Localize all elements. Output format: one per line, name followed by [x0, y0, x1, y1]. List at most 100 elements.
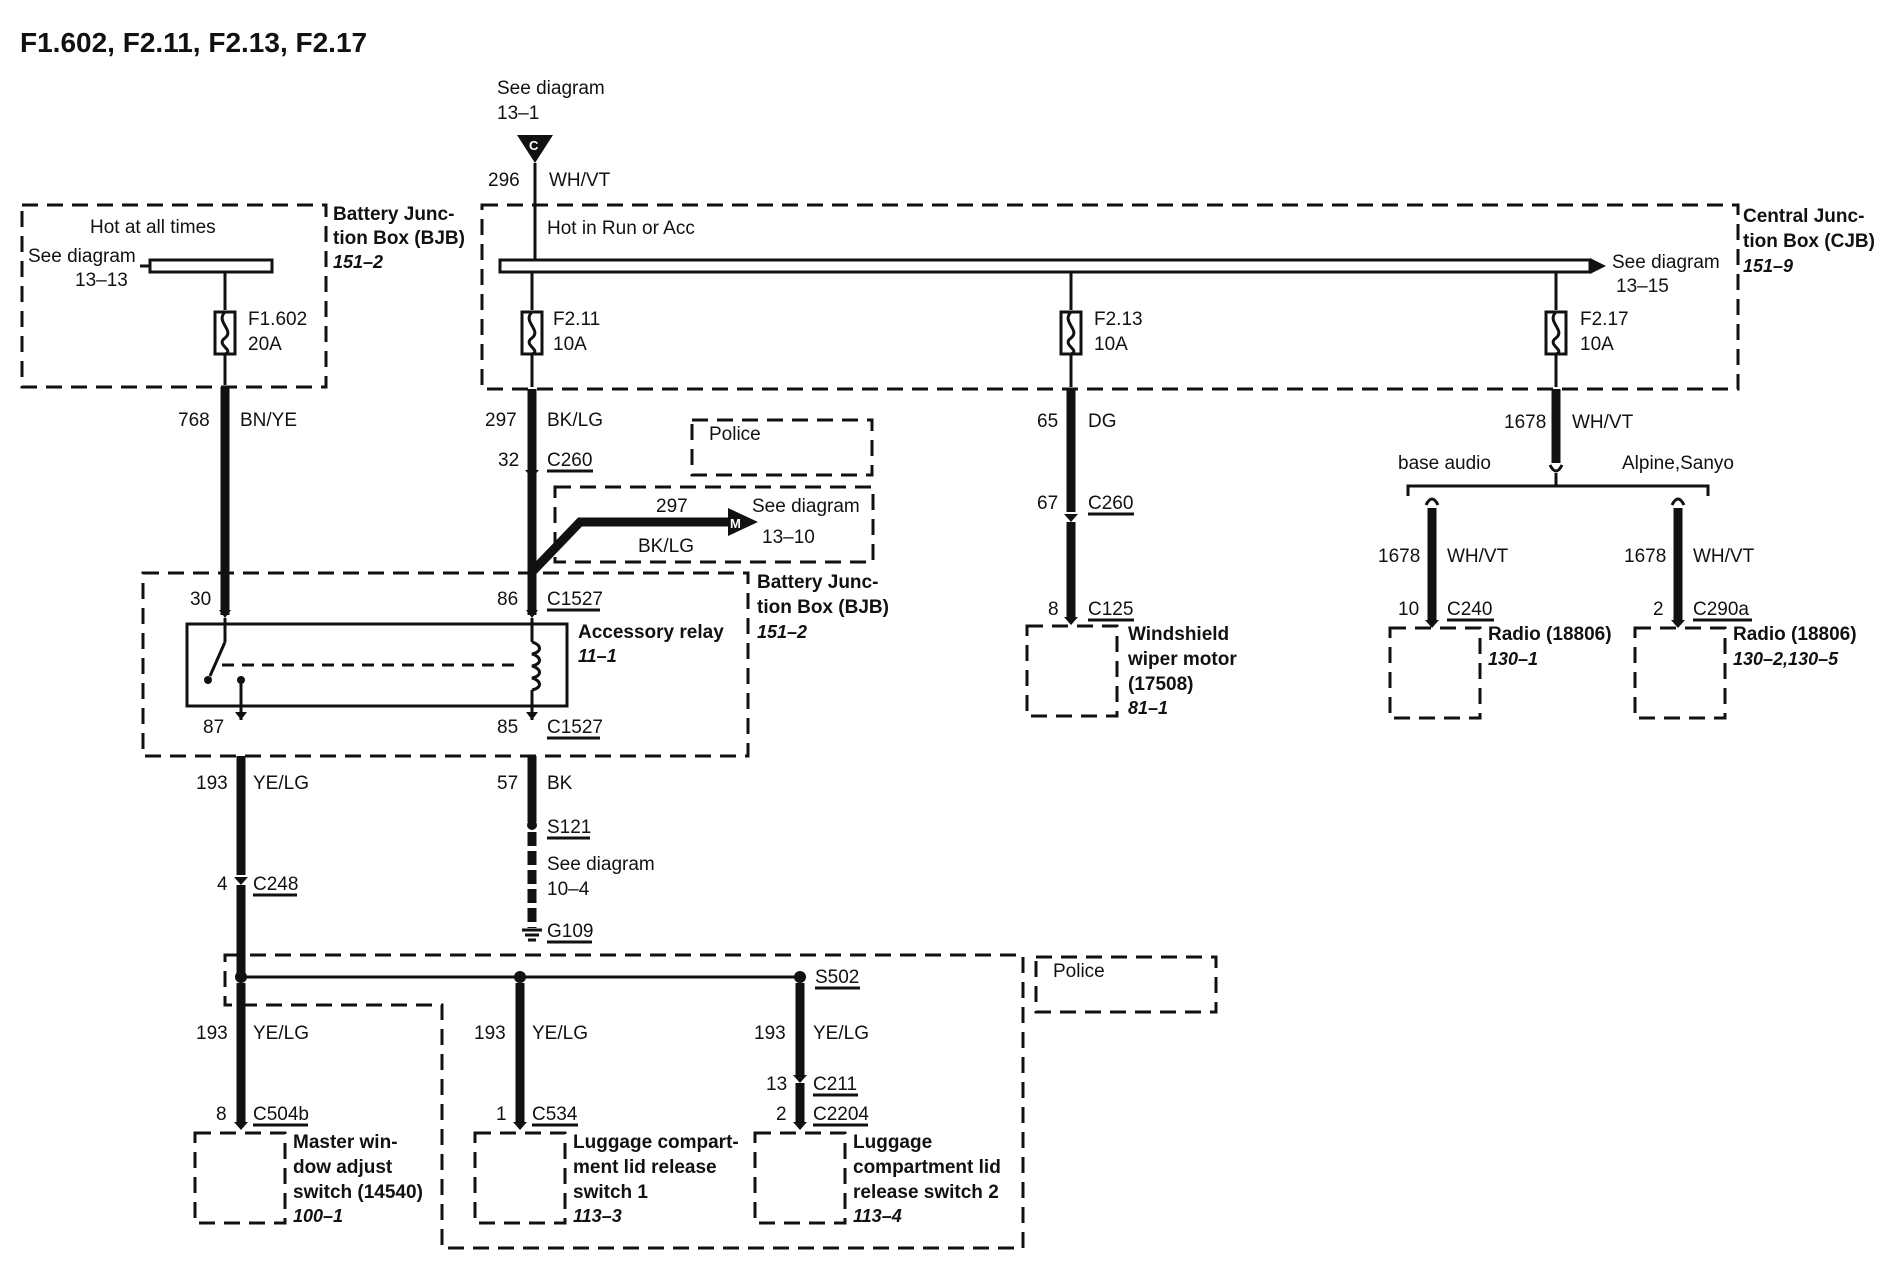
bjb-name-2: tion Box (BJB)	[333, 228, 465, 249]
bjb-ref: 151–2	[333, 252, 383, 272]
luggage-switch-2: 193 YE/LG 13 C211 2 C2204 Luggage compar…	[753, 983, 1001, 1226]
lug2-conn211: C211	[813, 1074, 857, 1095]
s121-label: S121	[547, 817, 591, 838]
radio-feed: 1678 WH/VT base audio Alpine,Sanyo 1678 …	[1378, 389, 1857, 720]
top-feed-see: See diagram	[497, 78, 605, 99]
bjb-top-box: Hot at all times See diagram 13–13 F1.60…	[20, 203, 465, 389]
police-region-bottom	[223, 953, 1025, 1250]
w1678-color: WH/VT	[1572, 412, 1634, 433]
cjb-box: Hot in Run or Acc See diagram 13–15 Cent…	[480, 203, 1875, 391]
w193-num: 193	[196, 773, 228, 794]
connector-m-label: M	[730, 516, 741, 531]
ground-num: 57	[497, 773, 518, 794]
alpine-label: Alpine,Sanyo	[1622, 453, 1734, 474]
c248-conn: C248	[253, 874, 298, 895]
w1678a-num: 1678	[1378, 546, 1420, 567]
wiper-ref: 81–1	[1128, 698, 1168, 718]
relay-ref: 11–1	[578, 646, 617, 666]
fuse-f211-amp: 10A	[553, 334, 587, 355]
wire-193-main: 193 YE/LG 4 C248	[196, 756, 309, 975]
lug2-ref: 113–4	[853, 1206, 902, 1226]
police-bottom-label: Police	[1053, 961, 1105, 982]
w296-num: 296	[488, 170, 520, 191]
radio2-ref: 130–2,130–5	[1733, 649, 1839, 669]
relay-pin86: 86	[497, 589, 518, 610]
relay-box-name-2: tion Box (BJB)	[757, 597, 889, 618]
connector-c-icon	[517, 135, 553, 163]
lug2-pin13: 13	[766, 1074, 787, 1095]
master-conn: C504b	[253, 1104, 309, 1125]
w65-num: 65	[1037, 411, 1058, 432]
wiper-line2: wiper motor	[1127, 649, 1237, 670]
cjb-hot-label: Hot in Run or Acc	[547, 218, 695, 239]
bjb-see: See diagram	[28, 246, 136, 267]
cjb-name-2: tion Box (CJB)	[1743, 231, 1875, 252]
accessory-relay	[185, 622, 569, 708]
w1678b-color: WH/VT	[1693, 546, 1755, 567]
bjb-busbar	[148, 258, 274, 274]
g109-label: G109	[547, 921, 593, 942]
relay-pin85: 85	[497, 717, 518, 738]
relay-box-ref: 151–2	[757, 622, 807, 642]
luggage-switch-1: 193 YE/LG 1 C534 Luggage compart- ment l…	[473, 983, 739, 1226]
lug2-pin: 2	[776, 1104, 787, 1125]
lug1-line2: ment lid release	[573, 1157, 717, 1178]
radio1-name: Radio (18806)	[1488, 624, 1612, 645]
bjb-see-ref: 13–13	[75, 270, 128, 291]
cjb-see-ref: 13–15	[1616, 276, 1669, 297]
radio2-name: Radio (18806)	[1733, 624, 1857, 645]
wire-768: 768 BN/YE	[178, 387, 297, 615]
c125-conn: C125	[1088, 599, 1133, 620]
master-ref: 100–1	[293, 1206, 343, 1226]
lug1-color: YE/LG	[532, 1023, 588, 1044]
c260a-pin: 32	[498, 450, 519, 471]
ground-icon	[522, 928, 542, 942]
s502-label: S502	[815, 967, 859, 988]
w296-color: WH/VT	[549, 170, 611, 191]
fuse-f1602-amp: 20A	[248, 334, 282, 355]
fuse-f1602-name: F1.602	[248, 309, 307, 330]
c260b-conn: C260	[1088, 493, 1133, 514]
fuse-f213-amp: 10A	[1094, 334, 1128, 355]
master-num: 193	[196, 1023, 228, 1044]
fuse-f217-name: F2.17	[1580, 309, 1629, 330]
lug1-line1: Luggage compart-	[573, 1132, 739, 1153]
relay-name: Accessory relay	[578, 622, 724, 643]
master-line3: switch (14540)	[293, 1182, 423, 1203]
master-line2: dow adjust	[293, 1157, 393, 1178]
w193-color: YE/LG	[253, 773, 309, 794]
c240-pin: 10	[1398, 599, 1419, 620]
branch-297-color: BK/LG	[638, 536, 694, 557]
fuse-f217-amp: 10A	[1580, 334, 1614, 355]
lug1-ref: 113–3	[573, 1206, 622, 1226]
ground-color: BK	[547, 773, 573, 794]
master-color: YE/LG	[253, 1023, 309, 1044]
relay-box-name-1: Battery Junc-	[757, 572, 878, 593]
lug2-color: YE/LG	[813, 1023, 869, 1044]
branch-297-num: 297	[656, 496, 688, 517]
branch-297-box	[553, 485, 875, 564]
cjb-ref: 151–9	[1743, 256, 1793, 276]
lug1-num: 193	[474, 1023, 506, 1044]
bjb-hot-label: Hot at all times	[90, 217, 216, 238]
top-feed-ref: 13–1	[497, 103, 539, 124]
police-box-bottom	[1034, 955, 1218, 1014]
cjb-busbar	[498, 258, 1592, 274]
base-audio-label: base audio	[1398, 453, 1491, 474]
w1678b-num: 1678	[1624, 546, 1666, 567]
radio1-ref: 130–1	[1488, 649, 1538, 669]
master-line1: Master win-	[293, 1132, 398, 1153]
wire-297: 297 BK/LG 32 C260 M 297 BK/LG See diagra…	[485, 389, 860, 615]
branch-297-see: See diagram	[752, 496, 860, 517]
relay-conn-bot: C1527	[547, 717, 603, 738]
w1678-num: 1678	[1504, 412, 1546, 433]
top-feed: See diagram 13–1 C 296 WH/VT	[488, 78, 611, 260]
c260b-pin: 67	[1037, 493, 1058, 514]
connector-m-icon	[728, 508, 758, 536]
lug1-pin: 1	[496, 1104, 507, 1125]
w65-color: DG	[1088, 411, 1117, 432]
police-top-label: Police	[709, 424, 761, 445]
w297-num: 297	[485, 410, 517, 431]
c290a-pin: 2	[1653, 599, 1664, 620]
relay-pin87: 87	[203, 717, 224, 738]
